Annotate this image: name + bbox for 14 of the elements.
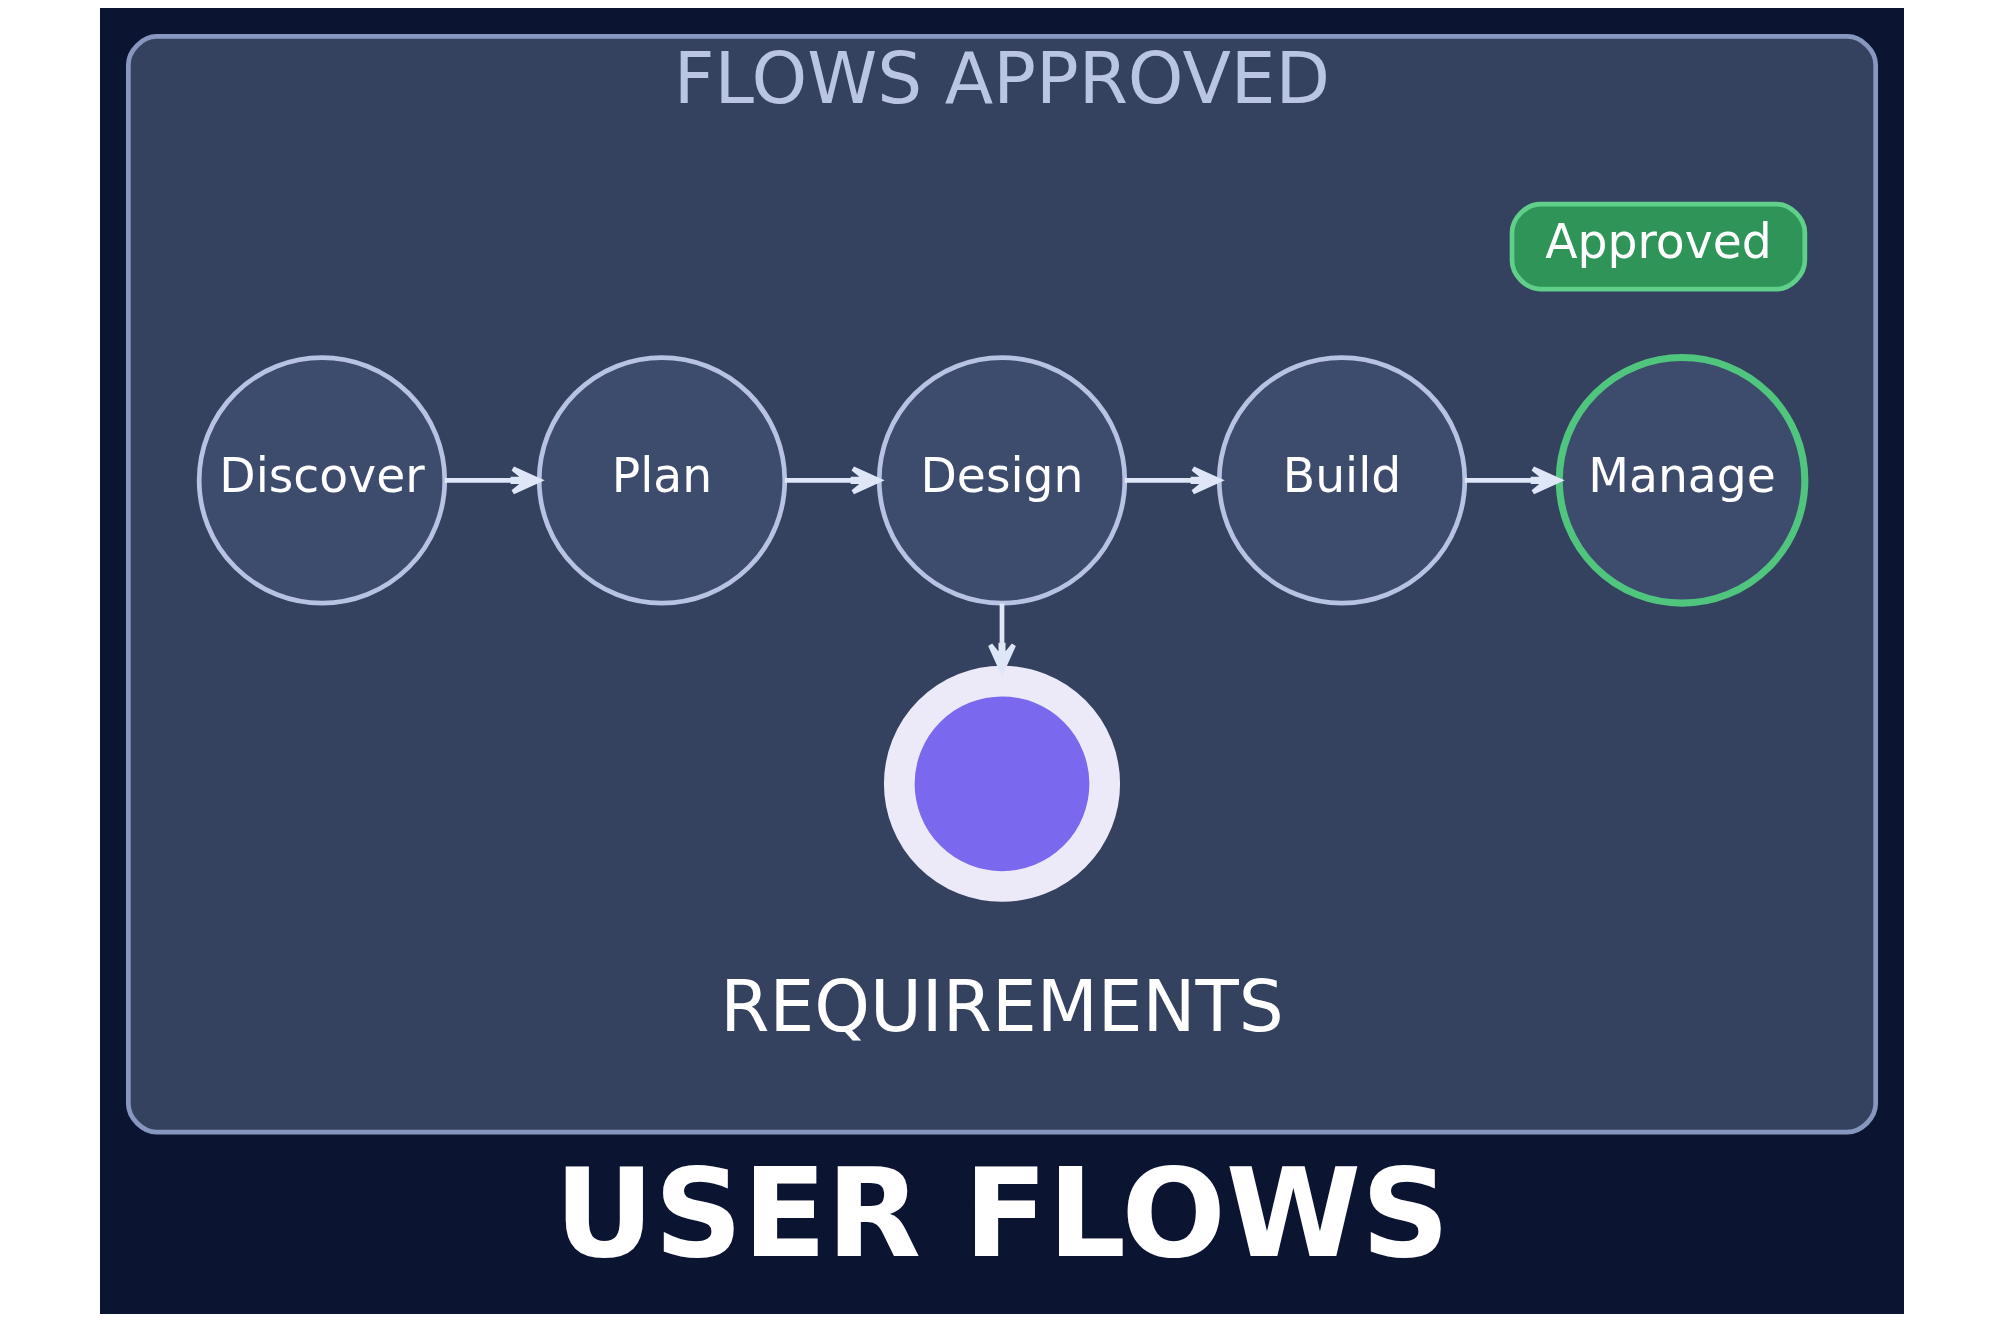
diagram-title: USER FLOWS xyxy=(554,1142,1450,1286)
node-circle: Discover xyxy=(196,355,448,606)
node-circle: Manage xyxy=(1555,354,1809,607)
node-circle: Plan xyxy=(536,355,788,606)
node-picture xyxy=(883,665,1121,902)
arrow xyxy=(444,466,542,495)
node-box: Approved xyxy=(1509,201,1808,292)
node-label: REQUIREMENTS xyxy=(720,964,1284,1048)
arrow xyxy=(987,603,1017,674)
node-circle: Build xyxy=(1216,355,1468,606)
arrow xyxy=(784,466,882,495)
arrow xyxy=(1124,466,1222,495)
node-circle: Design xyxy=(876,355,1128,606)
arrow xyxy=(1464,466,1562,495)
